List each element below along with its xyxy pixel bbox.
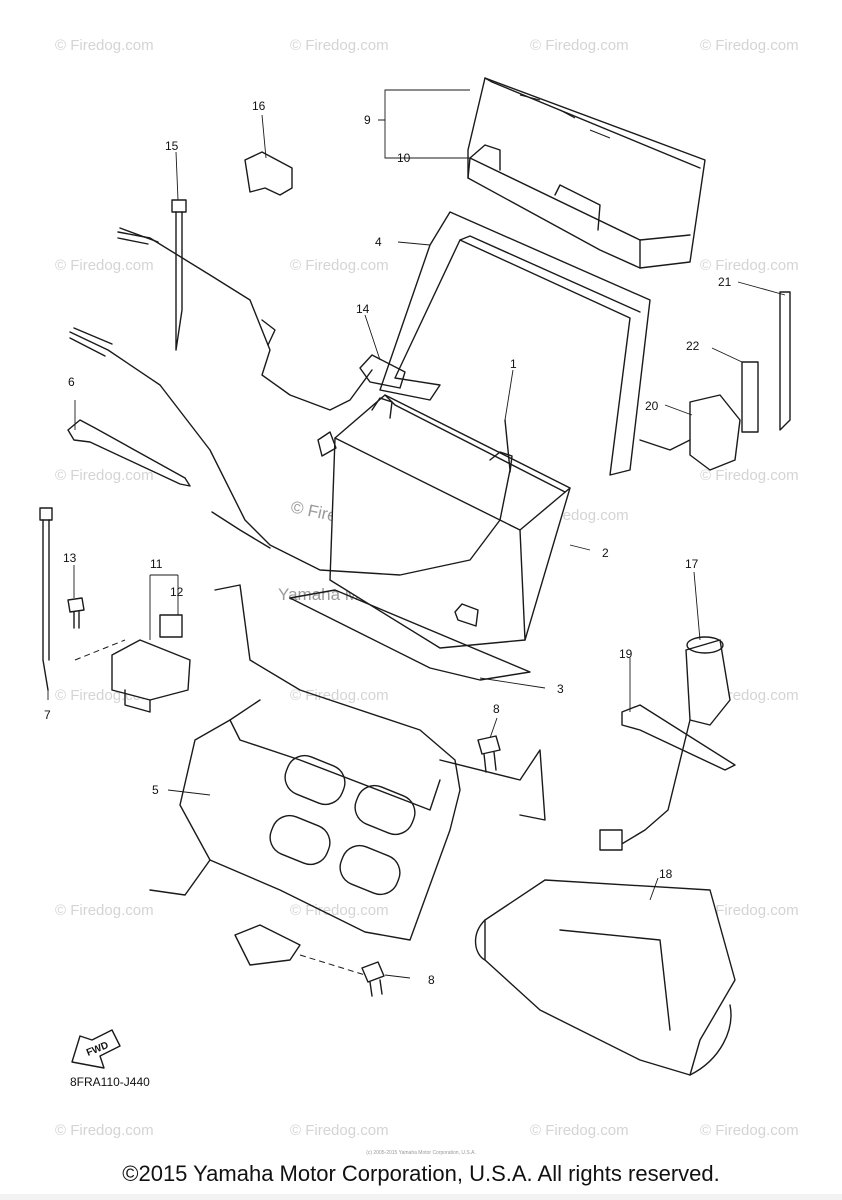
callout-7: 7 xyxy=(44,708,51,722)
battery-box xyxy=(149,584,546,966)
callout-6: 6 xyxy=(68,375,75,389)
band-6 xyxy=(67,419,191,487)
clamp xyxy=(244,151,293,196)
battery-cover xyxy=(467,77,706,269)
callout-20: 20 xyxy=(645,399,659,413)
callout-22: 22 xyxy=(686,339,700,353)
watermark: © Firedog.com xyxy=(700,902,799,919)
callout-16: 16 xyxy=(252,99,266,113)
watermark: © Firedog.com xyxy=(55,902,154,919)
callout-8: 8 xyxy=(428,973,435,987)
callout-12: 12 xyxy=(170,585,184,599)
cable-tie-15 xyxy=(171,199,187,351)
bolt-13 xyxy=(67,597,85,629)
battery-leads xyxy=(69,227,511,576)
callout-15: 15 xyxy=(165,139,179,153)
watermark: © Firedog.com xyxy=(700,1122,799,1139)
callout-11: 11 xyxy=(150,557,163,571)
watermark: © Firedog.com xyxy=(290,687,389,704)
watermark: © Firedog.com xyxy=(55,257,154,274)
leader-lines xyxy=(47,89,786,979)
callout-1: 1 xyxy=(510,357,517,371)
cable-tie-7 xyxy=(39,507,53,691)
watermark: © Firedog.com xyxy=(700,37,799,54)
callout-2: 2 xyxy=(602,546,609,560)
fwd-arrow-icon: FWD xyxy=(71,1029,121,1069)
watermark: © Firedog.com xyxy=(290,37,389,54)
terminal-cover xyxy=(359,354,406,389)
watermark: © Firedog.com xyxy=(700,257,799,274)
bolt-8a xyxy=(477,735,501,773)
watermark: © Firedog.com xyxy=(55,467,154,484)
band-19 xyxy=(621,704,736,771)
socket-stay xyxy=(639,394,741,471)
watermark: © Firedog.com xyxy=(290,902,389,919)
cable-tie-21 xyxy=(779,291,791,431)
callout-5: 5 xyxy=(152,783,159,797)
callout-9: 9 xyxy=(364,113,371,127)
watermark: © Firedog.com xyxy=(530,1122,629,1139)
battery-band xyxy=(379,211,651,476)
reference-code: 8FRA110-J440 xyxy=(70,1075,150,1089)
callout-3: 3 xyxy=(557,682,564,696)
watermark: © Firedog.com xyxy=(290,257,389,274)
callout-8: 8 xyxy=(493,702,500,716)
callout-17: 17 xyxy=(685,557,699,571)
pad-22 xyxy=(741,361,759,433)
watermark: © Firedog.com xyxy=(290,1122,389,1139)
callout-18: 18 xyxy=(659,867,673,881)
callouts: 1 2 3 4 5 6 7 8 8 9 10 11 12 13 14 15 16… xyxy=(44,99,732,987)
small-copyright-note: (c) 2005-2015 Yamaha Motor Corporation, … xyxy=(366,1150,476,1156)
callout-10: 10 xyxy=(397,151,411,165)
callout-14: 14 xyxy=(356,302,370,316)
bolt-8b xyxy=(361,961,385,997)
battery xyxy=(329,394,571,649)
battery-pad xyxy=(289,589,531,681)
copyright-text: ©2015 Yamaha Motor Corporation, U.S.A. A… xyxy=(122,1161,720,1186)
watermark: © Firedog.com xyxy=(55,37,154,54)
callout-4: 4 xyxy=(375,235,382,249)
heat-protector xyxy=(474,879,736,1076)
watermark: © Firedog.com xyxy=(700,467,799,484)
callout-13: 13 xyxy=(63,551,77,565)
accessory-socket xyxy=(599,636,731,851)
callout-21: 21 xyxy=(718,275,732,289)
bottom-strip xyxy=(0,1194,842,1200)
relay xyxy=(111,614,191,713)
callout-19: 19 xyxy=(619,647,633,661)
watermark: © Firedog.com xyxy=(55,1122,154,1139)
watermark: © Firedog.com xyxy=(530,37,629,54)
